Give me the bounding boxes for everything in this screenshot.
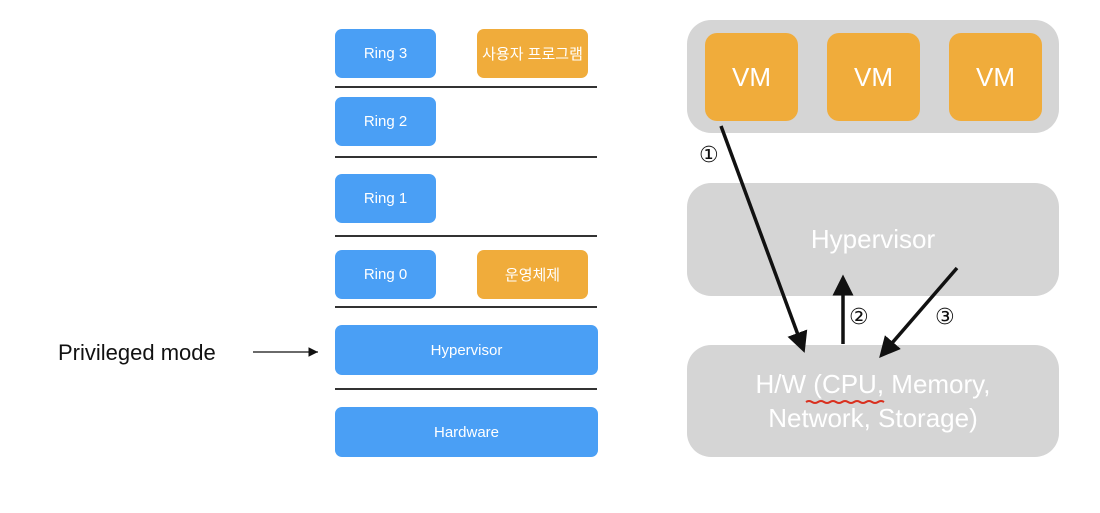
ring-divider bbox=[335, 235, 597, 237]
step-1-marker: ① bbox=[699, 143, 719, 168]
ring-3-label: Ring 3 bbox=[363, 45, 408, 62]
ring-divider bbox=[335, 306, 597, 308]
cpu-underline bbox=[805, 400, 885, 404]
ring-divider bbox=[335, 388, 597, 390]
ring-2-label: Ring 2 bbox=[363, 113, 408, 130]
hypervisor-ring-label: Hypervisor bbox=[430, 341, 503, 359]
step-3-arrow bbox=[879, 266, 959, 358]
ring-divider bbox=[335, 86, 597, 88]
hardware-panel-line1: H/W (CPU, Memory, bbox=[755, 369, 991, 399]
hardware-panel-line2: Network, Storage) bbox=[768, 403, 978, 433]
step-2-marker: ② bbox=[849, 305, 869, 330]
ring-1-box: Ring 1 bbox=[335, 174, 436, 223]
hardware-ring-label: Hardware bbox=[433, 423, 500, 441]
user-program-box: 사용자 프로그램 bbox=[477, 29, 588, 78]
os-box: 운영체제 bbox=[477, 250, 588, 299]
vm-label: VM bbox=[732, 61, 771, 92]
os-label: 운영체제 bbox=[504, 267, 561, 284]
hypervisor-panel-label: Hypervisor bbox=[810, 224, 936, 254]
ring-0-box: Ring 0 bbox=[335, 250, 436, 299]
hypervisor-ring-box: Hypervisor bbox=[335, 325, 598, 375]
ring-2-box: Ring 2 bbox=[335, 97, 436, 146]
hardware-ring-box: Hardware bbox=[335, 407, 598, 457]
ring-3-box: Ring 3 bbox=[335, 29, 436, 78]
vm-label: VM bbox=[976, 61, 1015, 92]
ring-0-label: Ring 0 bbox=[363, 266, 408, 283]
vm-box: VM bbox=[949, 33, 1042, 121]
hardware-panel: H/W (CPU, Memory, Network, Storage) bbox=[687, 345, 1059, 457]
privileged-mode-label: Privileged mode bbox=[58, 340, 216, 365]
vm-label: VM bbox=[854, 61, 893, 92]
step-3-marker: ③ bbox=[935, 305, 955, 330]
vm-box: VM bbox=[827, 33, 920, 121]
vm-box: VM bbox=[705, 33, 798, 121]
user-program-label: 사용자 프로그램 bbox=[482, 46, 583, 63]
ring-1-label: Ring 1 bbox=[363, 190, 408, 207]
step-1-arrow bbox=[719, 125, 808, 353]
ring-divider bbox=[335, 156, 597, 158]
